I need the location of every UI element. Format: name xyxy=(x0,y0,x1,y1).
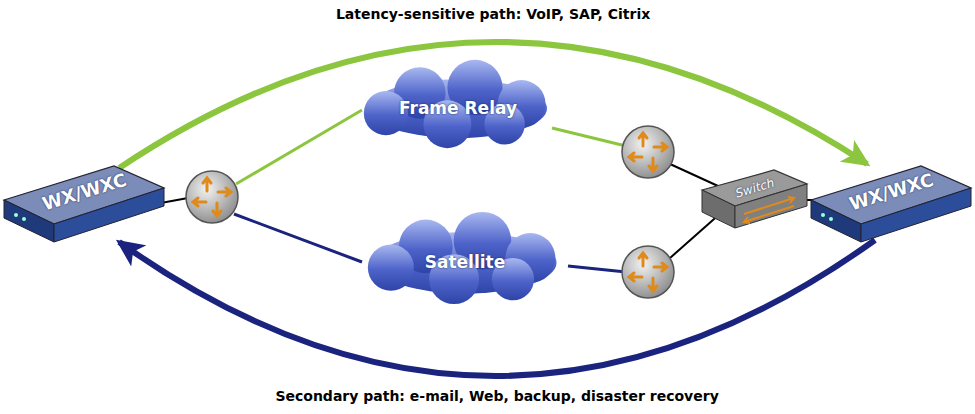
wire xyxy=(670,164,718,186)
path-arrow xyxy=(119,240,875,376)
wan-optimizer: WX/WXC xyxy=(4,160,164,246)
network-cloud: Frame Relay xyxy=(352,58,564,150)
switch-device: Switch xyxy=(702,170,807,230)
router-symbol xyxy=(622,126,674,178)
node-label: Satellite xyxy=(425,252,506,272)
edge-label: Secondary path: e-mail, Web, backup, dis… xyxy=(272,388,721,404)
router-symbol xyxy=(186,171,238,223)
wire xyxy=(568,266,626,272)
router-symbol xyxy=(622,246,674,298)
wan-optimizer-outline xyxy=(4,160,164,246)
wan-optimizer-outline xyxy=(811,160,971,246)
node-label: Frame Relay xyxy=(399,98,517,118)
wan-optimizer: WX/WXC xyxy=(811,160,971,246)
wire xyxy=(552,128,626,146)
wire xyxy=(670,212,722,258)
wire xyxy=(236,110,362,184)
switch-device-outline xyxy=(702,170,807,230)
network-cloud: Satellite xyxy=(356,210,574,306)
edge-label: Latency-sensitive path: VoIP, SAP, Citri… xyxy=(333,6,653,22)
path-arrow xyxy=(119,42,867,168)
wire xyxy=(234,214,362,262)
